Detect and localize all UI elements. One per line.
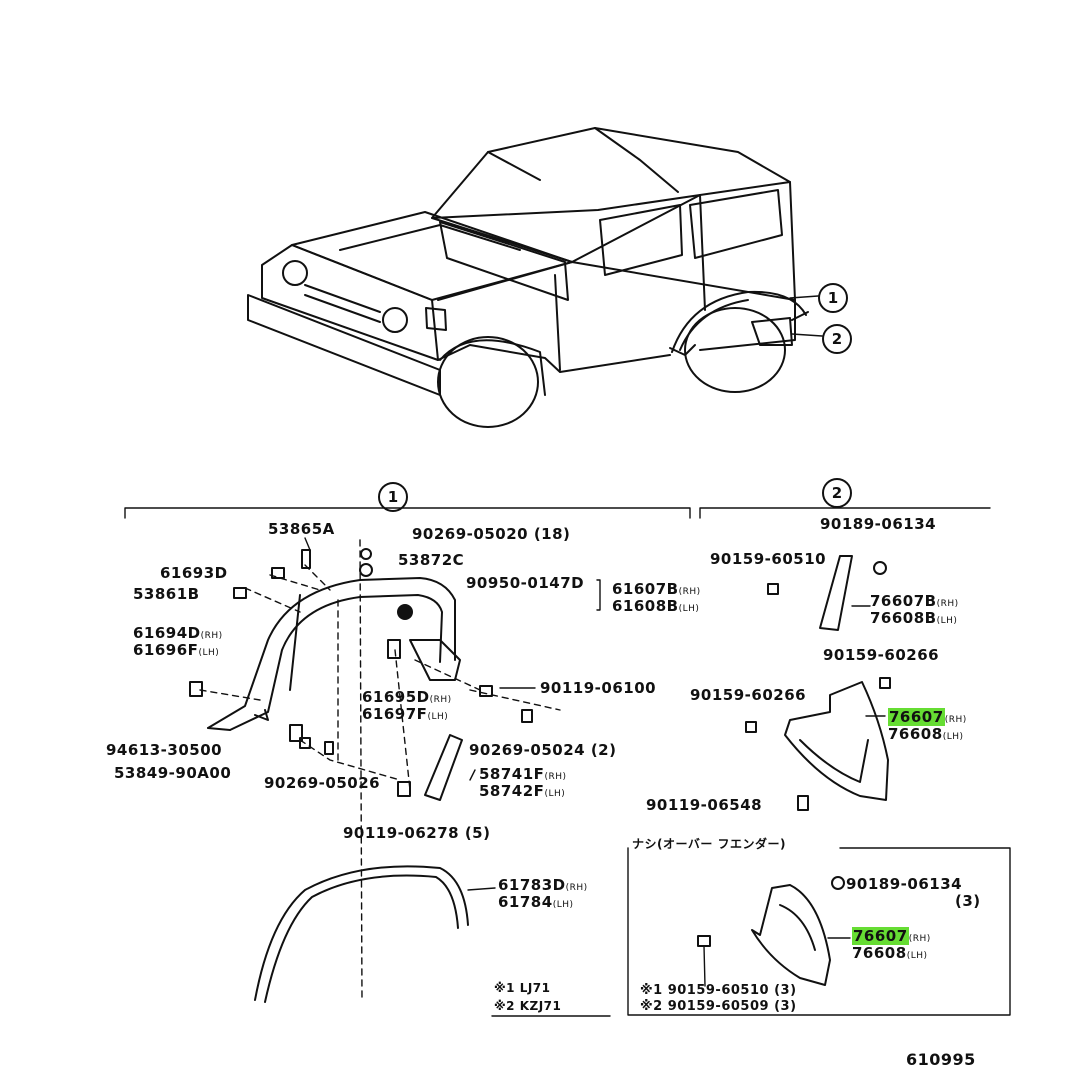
part-90950-0147D: 90950-0147D (466, 574, 585, 592)
mudflap-parts (745, 555, 891, 811)
part-61696F: 61696F(LH) (133, 641, 220, 659)
part-76608B: 76608B(LH) (870, 609, 958, 627)
inset-part-90189-06134: 90189-06134 (846, 875, 963, 893)
part-61784: 61784(LH) (498, 893, 574, 911)
part-53865A: 53865A (268, 520, 335, 538)
inset-title: ナシ(オーバー フエンダー) (632, 837, 787, 851)
part-61608B: 61608B(LH) (612, 597, 700, 615)
inset-part-90159-60510: ※1 90159-60510 (3) (640, 983, 797, 998)
inset-part-76607: 76607(RH) (852, 927, 931, 945)
inset-part-90159-60509: ※2 90159-60509 (3) (640, 999, 797, 1014)
part-90269-05026: 90269-05026 (264, 774, 381, 792)
inset-part-76608: 76608(LH) (852, 944, 928, 962)
diagram-number: 610995 (906, 1050, 976, 1069)
part-90119-06100: 90119-06100 (540, 679, 657, 697)
section-2-heading: 2 (822, 478, 852, 508)
part-58741F: 58741F(RH) (479, 765, 567, 783)
part-90269-05020: 90269-05020 (18) (412, 525, 571, 543)
part-94613-30500: 94613-30500 (106, 741, 223, 759)
section-brackets (124, 507, 991, 519)
part-53861B: 53861B (133, 585, 200, 603)
part-76607B: 76607B(RH) (870, 592, 959, 610)
fender-flare-parts (189, 537, 601, 1003)
part-61693D: 61693D (160, 564, 228, 582)
callout-1: 1 (818, 283, 848, 313)
vehicle-illustration (247, 127, 823, 428)
inset-part-90189-qty: (3) (955, 892, 981, 910)
part-61607B: 61607B(RH) (612, 580, 701, 598)
part-90119-06548: 90119-06548 (646, 796, 763, 814)
part-90189-06134: 90189-06134 (820, 515, 937, 533)
part-90119-06278: 90119-06278 (5) (343, 824, 491, 842)
callout-2: 2 (822, 324, 852, 354)
part-53872C: 53872C (398, 551, 465, 569)
part-90269-05024: 90269-05024 (2) (469, 741, 617, 759)
section-1-heading: 1 (378, 482, 408, 512)
note-lj71: ※1 LJ71 (494, 981, 551, 995)
part-76608: 76608(LH) (888, 725, 964, 743)
part-58742F: 58742F(LH) (479, 782, 566, 800)
part-61783D: 61783D(RH) (498, 876, 588, 894)
inset-box (627, 847, 1011, 1016)
part-53849-90A00: 53849-90A00 (114, 764, 232, 782)
part-76607: 76607(RH) (888, 708, 967, 726)
part-61697F: 61697F(LH) (362, 705, 449, 723)
note-kzj71: ※2 KZJ71 (494, 999, 562, 1013)
part-90159-60266-upper: 90159-60266 (823, 646, 940, 664)
part-90159-60266-lower: 90159-60266 (690, 686, 807, 704)
part-61695D: 61695D(RH) (362, 688, 452, 706)
part-90159-60510: 90159-60510 (710, 550, 827, 568)
part-61694D: 61694D(RH) (133, 624, 223, 642)
